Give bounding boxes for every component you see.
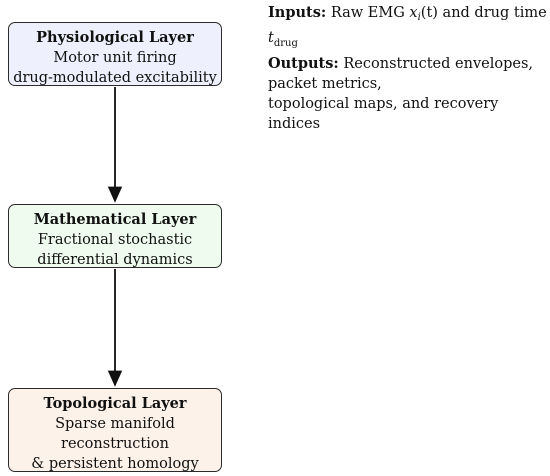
physiological-layer-line-2: drug-modulated excitability (13, 70, 217, 86)
topological-layer-line-2: reconstruction (61, 436, 169, 452)
physiological-layer-line-1: Motor unit firing (53, 50, 177, 66)
topological-layer-title: Topological Layer (43, 395, 187, 412)
topological-layer-box: Topological Layer Sparse manifold recons… (8, 388, 222, 472)
physiological-layer-title: Physiological Layer (36, 29, 194, 46)
inputs-var-sub: i (417, 12, 421, 23)
outputs-line-2: packet metrics, (268, 75, 382, 92)
topological-layer-line-3: & persistent homology (31, 456, 199, 472)
drug-time-var: t (268, 30, 274, 46)
inputs-text-2: and drug time (442, 5, 547, 21)
topological-layer-line-1: Sparse manifold (55, 416, 175, 432)
io-notes: Inputs: Raw EMG xi(t) and drug time tdru… (268, 3, 548, 134)
outputs-label: Outputs: (268, 54, 339, 72)
drug-time-sub: drug (273, 37, 298, 49)
inputs-var: x (409, 5, 418, 21)
mathematical-layer-title: Mathematical Layer (33, 211, 197, 228)
mathematical-layer-line-1: Fractional stochastic (37, 232, 193, 248)
outputs-line-1: Reconstructed envelopes, (343, 55, 533, 72)
inputs-label: Inputs: (268, 4, 327, 21)
physiological-layer-box: Physiological Layer Motor unit firing dr… (8, 22, 222, 86)
inputs-note: Inputs: Raw EMG xi(t) and drug time (268, 3, 548, 28)
outputs-line-3: topological maps, and recovery indices (268, 95, 499, 132)
mathematical-layer-line-2: differential dynamics (37, 252, 193, 268)
inputs-text: Raw EMG (330, 5, 405, 21)
mathematical-layer-box: Mathematical Layer Fractional stochastic… (8, 204, 222, 268)
inputs-var-arg: (t) (420, 5, 438, 21)
inputs-time-line: tdrug (268, 28, 548, 54)
outputs-note: Outputs: Reconstructed envelopes, (268, 54, 548, 74)
